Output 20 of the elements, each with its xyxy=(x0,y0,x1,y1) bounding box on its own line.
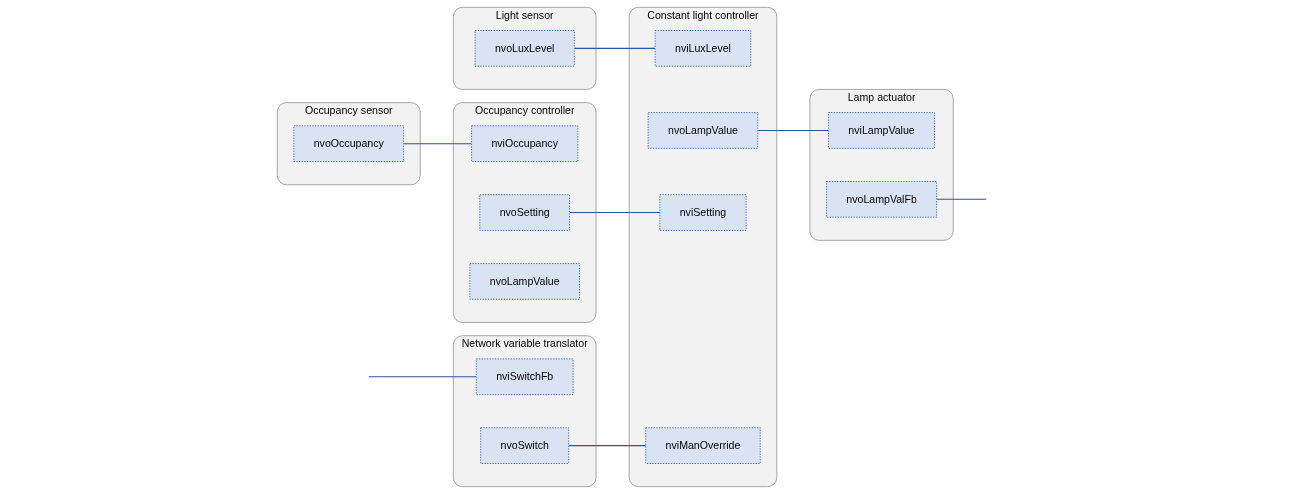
node-box: nvoLampValue xyxy=(648,112,759,149)
node-box: nvoLampValFb xyxy=(826,180,938,218)
connector xyxy=(569,212,661,214)
node-box: nvoOccupancy xyxy=(293,125,405,163)
node-box: nviManOverride xyxy=(645,427,762,464)
node-box: nviOccupancy xyxy=(471,125,579,163)
node-box: nviLuxLevel xyxy=(654,29,752,67)
node-box: nvoLuxLevel xyxy=(474,29,576,67)
node-box: nvoSwitch xyxy=(480,427,570,464)
node-box: nvoSetting xyxy=(479,194,571,231)
node-box: nvoLampValue xyxy=(469,263,581,300)
node-box: nviSetting xyxy=(659,194,747,231)
node-box: nviSwitchFb xyxy=(476,358,574,396)
connector xyxy=(568,445,647,447)
connector xyxy=(403,143,473,145)
connector xyxy=(936,198,988,200)
connector xyxy=(757,129,830,131)
node-box: nviLampValue xyxy=(828,112,936,149)
connector xyxy=(574,47,656,49)
connector xyxy=(368,376,478,378)
